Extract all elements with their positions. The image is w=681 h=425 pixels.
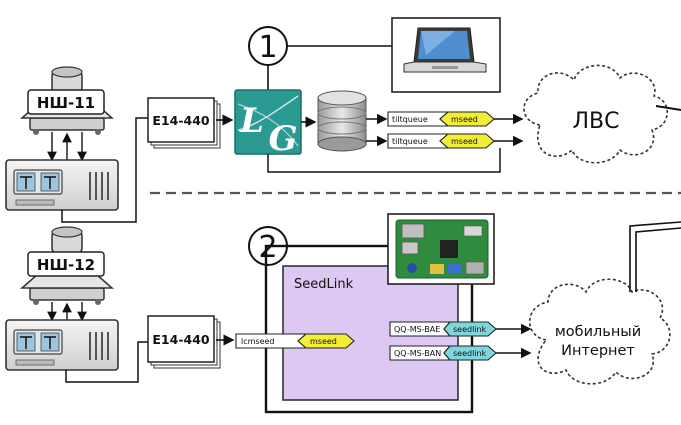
database-icon [317, 90, 367, 152]
sensor-label-box: НШ-12 [27, 251, 105, 277]
stream-name: QQ-MS-BAN [394, 349, 441, 358]
network-label-line2: Интернет [561, 343, 635, 359]
network-label: ЛВС [573, 109, 620, 134]
network-cloud: мобильный Интернет [529, 278, 671, 385]
stream-format: mseed [310, 337, 337, 346]
single-board-computer-icon [387, 213, 495, 285]
step-number-badge: 1 [248, 26, 288, 66]
stream-tag: QQ-MS-BAE seedlink [389, 321, 497, 337]
cable-line [61, 117, 148, 223]
server-label: SeedLink [294, 277, 354, 292]
software-logo-icon: L G [234, 89, 302, 159]
step-number: 1 [258, 30, 277, 65]
adc-converter-box: E14-440 [147, 315, 221, 369]
converter-label: E14-440 [152, 113, 210, 128]
network-cloud: ЛВС [523, 64, 668, 164]
top-section: НШ-11 E14-440 [5, 17, 681, 223]
sensor-label: НШ-12 [37, 256, 95, 274]
stream-tag: QQ-MS-BAN seedlink [389, 345, 497, 361]
stream-name: tiltqueue [392, 137, 428, 146]
stream-format: seedlink [453, 325, 487, 334]
network-link [629, 221, 681, 292]
stream-name: tiltqueue [392, 115, 428, 124]
cable-line [65, 341, 148, 383]
computer-box [391, 17, 501, 93]
recorder-instrument-icon [5, 319, 119, 371]
sensor-label-box: НШ-11 [27, 89, 105, 115]
logo-letter: L [239, 101, 264, 141]
stream-tag: lcmseed mseed [235, 333, 355, 349]
adc-converter-box: E14-440 [147, 97, 221, 149]
recorder-instrument-icon [5, 159, 119, 211]
stream-format: seedlink [453, 349, 487, 358]
connector-line [267, 148, 501, 173]
stream-tag: tiltqueue mseed [387, 111, 495, 127]
converter-label: E14-440 [152, 332, 210, 347]
stream-format: mseed [451, 137, 478, 146]
logo-letter: G [268, 119, 297, 159]
stream-name: lcmseed [241, 337, 275, 346]
step-number: 2 [258, 230, 277, 265]
laptop-icon [403, 27, 487, 73]
network-label-line1: мобильный [555, 324, 641, 340]
bottom-section: НШ-12 E14-440 [5, 213, 681, 414]
network-link [655, 105, 681, 111]
stream-tag: tiltqueue mseed [387, 133, 495, 149]
sensor-label: НШ-11 [37, 94, 95, 112]
stream-name: QQ-MS-BAE [394, 325, 440, 334]
stream-format: mseed [451, 115, 478, 124]
